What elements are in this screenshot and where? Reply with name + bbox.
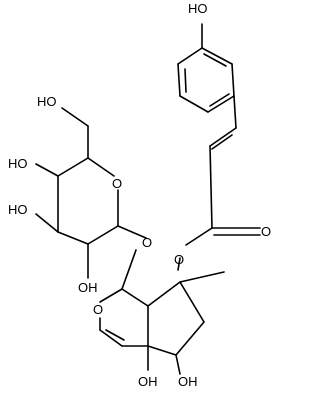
bond-ring-3 — [179, 95, 209, 113]
bond-glc-c2-c3 — [57, 231, 89, 245]
bond-c3-c4 — [99, 329, 123, 347]
bond-ring-5 — [231, 63, 235, 97]
chemical-structure: HO HO HO HO OH O O O O O OH OH — [8, 1, 271, 389]
bond-vinyl-double — [209, 127, 237, 147]
atom-o-glycosidic: O — [142, 235, 152, 250]
bond-ch2-oh — [61, 107, 89, 127]
atom-oh-c5: OH — [178, 374, 198, 389]
bond-glc-c4-c5 — [57, 157, 89, 177]
bond-ester-o-c7 — [177, 257, 181, 271]
bond-c7-c8 — [179, 281, 205, 323]
bond-vinyl-double-2 — [211, 134, 233, 150]
bond-c7a-c1 — [121, 288, 149, 307]
bond-c5-c4a — [147, 345, 177, 356]
bond-c7a-c7 — [147, 281, 181, 307]
bonds — [35, 23, 261, 375]
atom-ho-aryl: HO — [188, 1, 208, 16]
atom-o-ester: O — [174, 252, 184, 267]
bond-ring-4 — [207, 95, 235, 113]
bond-aryl-vinyl — [233, 95, 237, 129]
bond-glc-c1-c2 — [87, 225, 119, 245]
atom-o-carbonyl: O — [261, 224, 271, 239]
bond-glc-c3-oh — [35, 213, 59, 233]
atom-ho-ch2: HO — [37, 94, 57, 109]
bond-vinyl-carbonyl — [209, 145, 213, 229]
bond-carbonyl-ester-o — [185, 227, 213, 246]
atom-labels: HO HO HO HO OH O O O O O OH OH — [8, 1, 271, 389]
bond-ring-inner-2 — [209, 93, 230, 107]
atom-o-ring-pyran: O — [93, 302, 103, 317]
bond-c7-methyl — [179, 271, 225, 283]
bond-glc-c5-ringo — [87, 157, 115, 177]
bond-ring-inner-3 — [203, 53, 227, 67]
bond-c5-oh — [175, 354, 181, 375]
bond-c1-ring-o — [99, 288, 123, 303]
bond-glc-c1-o — [117, 225, 147, 239]
bond-c8-c5 — [175, 321, 205, 356]
atom-oh-c4a: OH — [138, 374, 158, 389]
bond-c1-glyco-o — [121, 249, 137, 290]
bond-ring-inner-1 — [184, 68, 187, 93]
bond-ring-1 — [177, 47, 203, 65]
atom-ho-sugar-c4: HO — [8, 156, 28, 171]
atom-o-ring-sugar: O — [112, 176, 122, 191]
bond-glc-c4-oh — [35, 163, 59, 177]
bond-ring-6 — [201, 47, 233, 65]
bond-ring-2 — [177, 63, 181, 97]
atom-ho-sugar-c3: HO — [8, 202, 28, 217]
bond-c3-c4-2 — [105, 329, 125, 341]
atom-oh-sugar-c2: OH — [78, 280, 98, 295]
